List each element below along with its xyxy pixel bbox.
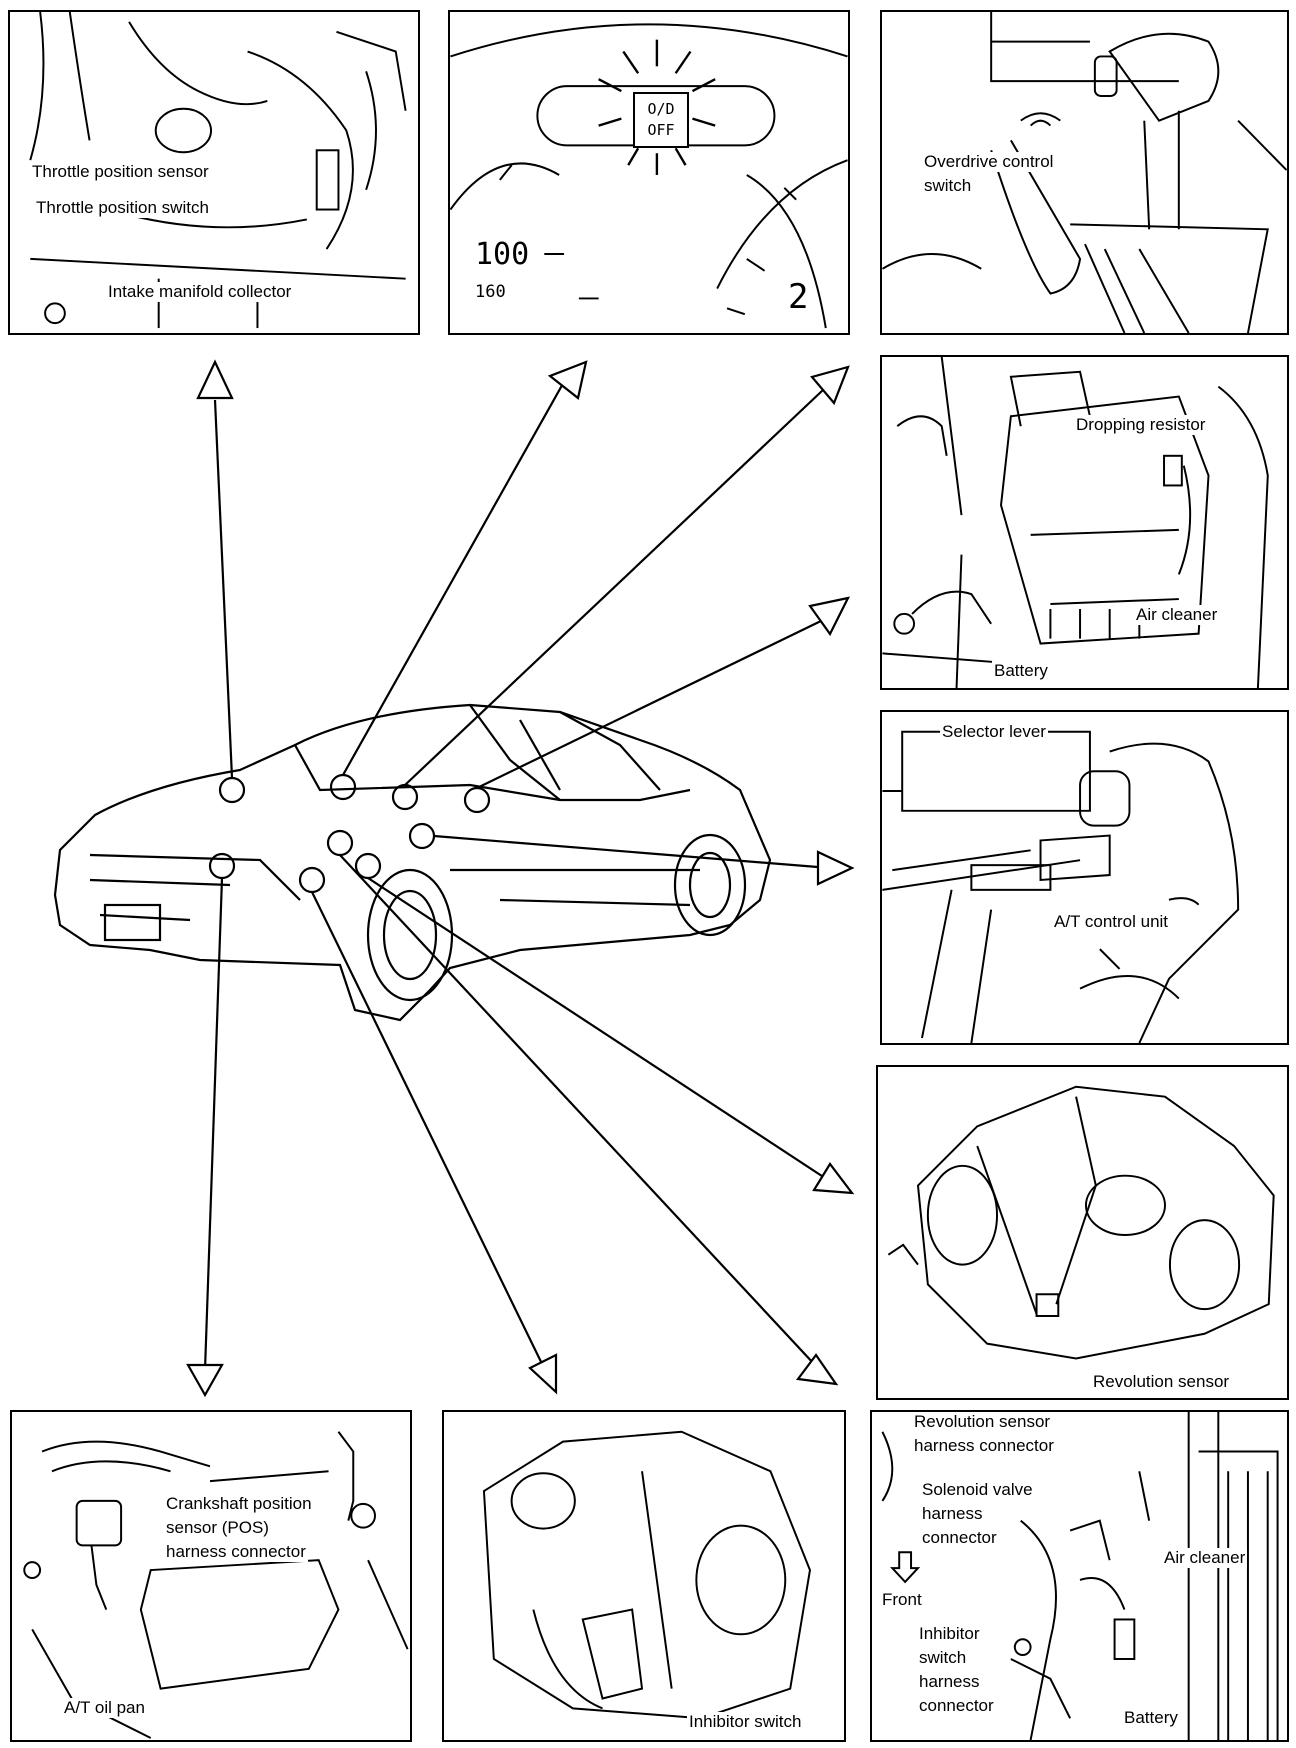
label-sol-3: connector: [920, 1528, 999, 1548]
console-illustration: [882, 730, 1240, 1043]
connectors-panel: Revolution sensor harness connector Sole…: [870, 1410, 1289, 1742]
label-throttle-position-sensor: Throttle position sensor: [30, 162, 211, 182]
speedometer-160: 160: [475, 282, 506, 302]
label-battery: Battery: [992, 661, 1050, 681]
label-air-cleaner-2: Air cleaner: [1162, 1548, 1248, 1568]
label-front: Front: [880, 1590, 924, 1610]
label-air-cleaner: Air cleaner: [1134, 605, 1220, 625]
od-off-indicator: O/D OFF: [633, 92, 689, 148]
label-overdrive-control-switch-1: Overdrive control: [922, 152, 1056, 172]
label-crankshaft-3: harness connector: [164, 1542, 308, 1562]
off-label: OFF: [647, 121, 675, 139]
front-wheel: [366, 868, 454, 1002]
instrument-cluster-illustration: [450, 23, 848, 329]
shifter-illustration: [882, 12, 1287, 333]
od-label: O/D: [647, 100, 675, 118]
crankshaft-panel: Crankshaft position sensor (POS) harness…: [10, 1410, 412, 1742]
label-rev-harness-2: harness connector: [912, 1436, 1056, 1456]
engine-bay-illustration: [882, 357, 1269, 688]
label-rev-harness-1: Revolution sensor: [912, 1412, 1053, 1432]
label-intake-manifold-collector: Intake manifold collector: [106, 282, 294, 302]
transaxle-illustration: [887, 1085, 1275, 1360]
label-inhibitor-harness-3: harness: [917, 1672, 982, 1692]
tachometer-2: 2: [788, 277, 809, 317]
speedometer-100: 100: [475, 237, 530, 272]
label-crankshaft-1: Crankshaft position: [164, 1494, 314, 1514]
car-body-outline: [53, 703, 772, 1022]
label-sol-1: Solenoid valve: [920, 1480, 1035, 1500]
label-crankshaft-2: sensor (POS): [164, 1518, 271, 1538]
throttle-panel: Throttle position sensor Throttle positi…: [8, 10, 420, 335]
label-inhibitor-harness-4: connector: [917, 1696, 996, 1716]
transaxle-side-illustration: [482, 1430, 811, 1720]
crankshaft-illustration: [23, 1431, 409, 1739]
label-selector-lever: Selector lever: [940, 722, 1048, 742]
connectors-illustration: [881, 1412, 1279, 1740]
label-overdrive-control-switch-2: switch: [922, 176, 974, 196]
label-inhibitor-harness-2: switch: [917, 1648, 969, 1668]
inhibitor-switch-panel: Inhibitor switch: [442, 1410, 846, 1742]
label-battery-2: Battery: [1122, 1708, 1180, 1728]
label-dropping-resistor: Dropping resistor: [1074, 415, 1208, 435]
label-at-control-unit: A/T control unit: [1052, 912, 1171, 932]
control-unit-panel: Selector lever A/T control unit: [880, 710, 1289, 1045]
label-revolution-sensor: Revolution sensor: [1091, 1372, 1232, 1392]
label-sol-2: harness: [920, 1504, 985, 1524]
label-throttle-position-switch: Throttle position switch: [34, 198, 211, 218]
rear-wheel: [673, 833, 747, 937]
revolution-sensor-panel: Revolution sensor: [876, 1065, 1289, 1400]
od-indicator-panel: O/D OFF 100 160 2: [448, 10, 850, 335]
dropping-resistor-panel: Dropping resistor Air cleaner Battery: [880, 355, 1289, 690]
label-inhibitor-harness-1: Inhibitor: [917, 1624, 982, 1644]
label-at-oil-pan: A/T oil pan: [62, 1698, 147, 1718]
label-inhibitor-switch: Inhibitor switch: [687, 1712, 804, 1732]
overdrive-switch-panel: Overdrive control switch: [880, 10, 1289, 335]
